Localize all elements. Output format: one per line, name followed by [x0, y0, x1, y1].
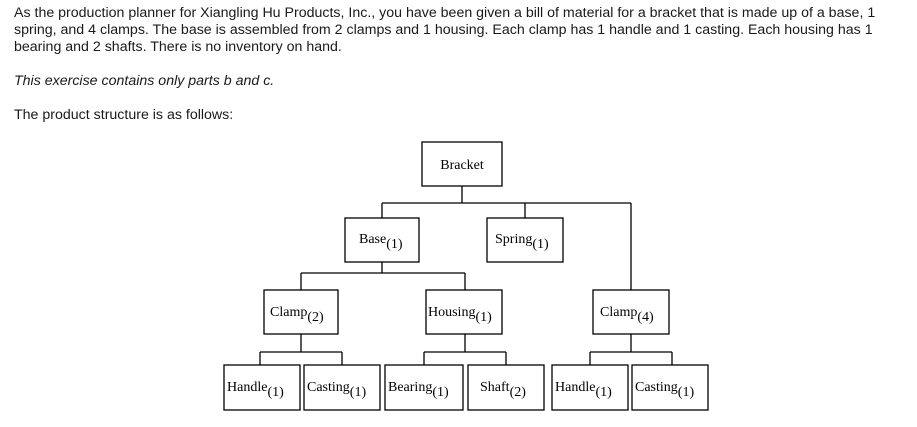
node-label: Casting: [635, 380, 678, 395]
svg-text:Casting(1): Casting(1): [635, 380, 694, 400]
node-handle-1: Handle(1): [223, 364, 301, 411]
node-qty: (1): [475, 310, 492, 325]
node-label: Shaft: [480, 380, 510, 395]
svg-text:Clamp(4): Clamp(4): [600, 305, 654, 325]
node-label: Housing: [428, 305, 475, 320]
node-qty: (1): [350, 385, 367, 400]
svg-text:Handle(1): Handle(1): [555, 380, 612, 400]
node-qty: (1): [386, 237, 403, 252]
node-qty: (1): [267, 385, 284, 400]
node-label: Handle: [227, 380, 267, 395]
node-label: Clamp: [270, 305, 307, 320]
svg-text:Spring(1): Spring(1): [495, 232, 549, 252]
node-base: Base(1): [344, 217, 420, 263]
node-bearing: Bearing(1): [384, 364, 464, 411]
exercise-note: This exercise contains only parts b and …: [14, 73, 275, 89]
node-clamp-2: Clamp(2): [263, 289, 339, 335]
svg-text:Handle(1): Handle(1): [227, 380, 284, 400]
svg-text:Housing(1): Housing(1): [428, 305, 492, 325]
svg-text:Base(1): Base(1): [359, 232, 403, 252]
node-label: Bracket: [440, 158, 484, 173]
node-spring: Spring(1): [486, 217, 564, 263]
node-bracket: Bracket: [421, 141, 503, 187]
node-qty: (2): [307, 310, 324, 325]
svg-text:Clamp(2): Clamp(2): [270, 305, 324, 325]
node-qty: (4): [637, 310, 654, 325]
node-label: Handle: [555, 380, 595, 395]
node-label: Casting: [307, 380, 350, 395]
node-label: Spring: [495, 232, 532, 247]
structure-lead: The product structure is as follows:: [14, 107, 234, 123]
node-qty: (2): [510, 385, 527, 400]
node-casting-2: Casting(1): [631, 364, 709, 411]
node-clamp-4: Clamp(4): [592, 289, 670, 335]
node-housing: Housing(1): [425, 289, 503, 335]
node-handle-2: Handle(1): [551, 364, 629, 411]
svg-text:Bearing(1): Bearing(1): [388, 380, 449, 400]
node-label: Bearing: [388, 380, 432, 395]
problem-statement: As the production planner for Xiangling …: [14, 5, 876, 55]
node-qty: (1): [432, 385, 449, 400]
node-qty: (1): [678, 385, 695, 400]
node-shaft: Shaft(2): [467, 364, 545, 411]
svg-text:Shaft(2): Shaft(2): [480, 380, 526, 400]
node-casting-1: Casting(1): [303, 364, 381, 411]
tree-connectors: [259, 186, 673, 365]
node-qty: (1): [532, 237, 549, 252]
node-label: Base: [359, 232, 386, 247]
node-qty: (1): [595, 385, 612, 400]
svg-text:Casting(1): Casting(1): [307, 380, 366, 400]
node-label: Clamp: [600, 305, 637, 320]
